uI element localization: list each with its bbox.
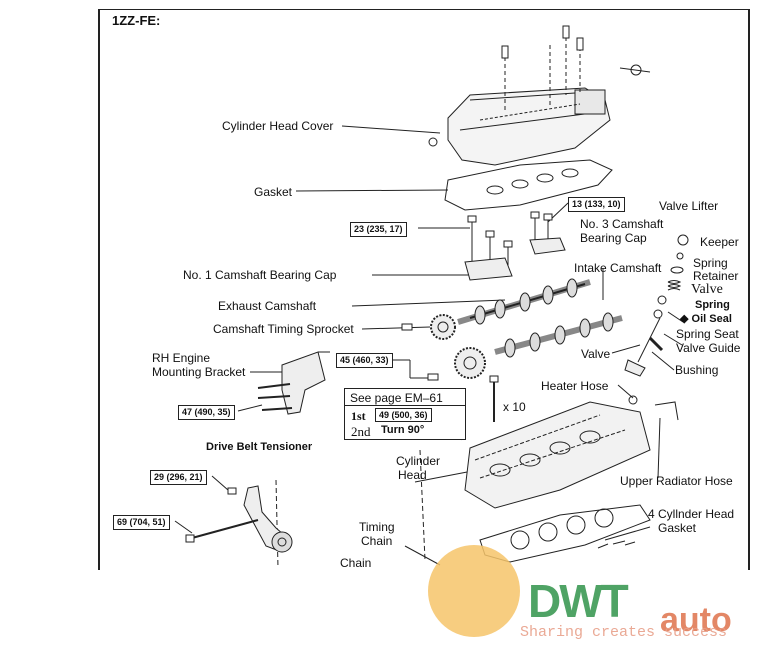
- label-intake-camshaft: Intake Camshaft: [574, 261, 662, 275]
- label-upper-radiator-hose: Upper Radiator Hose: [620, 474, 733, 488]
- label-mounting-bracket: Mounting Bracket: [152, 365, 246, 379]
- label-spring: Spring: [693, 256, 728, 270]
- label-timing: Timing: [359, 520, 395, 534]
- watermark-brand: DWT: [528, 575, 629, 627]
- label-chain-1: Chain: [361, 534, 393, 548]
- see-page-reference: See page EM–61: [350, 391, 443, 405]
- label-valve: Valve: [581, 347, 611, 361]
- label-bushing: Bushing: [675, 363, 719, 377]
- step-2-action: Turn 90°: [381, 424, 425, 436]
- label-drive-belt-tensioner: Drive Belt Tensioner: [206, 441, 313, 453]
- label-cylinder: Cylinder: [396, 454, 441, 468]
- label-valve-guide: Valve Guide: [676, 341, 741, 355]
- torque-69: 69 (704, 51): [113, 515, 170, 530]
- engine-code-title: 1ZZ-FE:: [112, 13, 161, 28]
- diagram-frame: [98, 9, 750, 570]
- label-cylinder-head-gasket-1: 4 Cyllnder Head: [648, 507, 735, 521]
- step-2-label: 2nd: [351, 424, 371, 439]
- torque-29: 29 (296, 21): [150, 470, 207, 485]
- label-exhaust-camshaft: Exhaust Camshaft: [218, 299, 317, 313]
- label-no3-camshaft: No. 3 Camshaft: [580, 217, 664, 231]
- label-gasket: Gasket: [254, 185, 293, 199]
- label-retainer: Retainer: [693, 269, 739, 283]
- torque-45: 45 (460, 33): [336, 353, 393, 368]
- label-x10: x 10: [503, 400, 526, 414]
- torque-23: 23 (235, 17): [350, 222, 407, 237]
- divider: [345, 405, 465, 406]
- label-cylinder-head-cover: Cylinder Head Cover: [222, 119, 334, 133]
- step-1-label: 1st: [351, 409, 366, 423]
- label-valve-lifter: Valve Lifter: [659, 199, 719, 213]
- watermark-auto: auto: [660, 601, 732, 639]
- label-no1-camshaft-bearing-cap: No. 1 Camshaft Bearing Cap: [183, 268, 337, 282]
- step-1-torque: 49 (500, 36): [375, 408, 432, 422]
- head-bolt-torque-box: See page EM–61 1st 49 (500, 36) 2nd Turn…: [344, 388, 466, 440]
- watermark-logo-circle: [428, 545, 520, 637]
- label-head: Head: [398, 468, 427, 482]
- watermark-tagline: Sharing creates success: [520, 624, 728, 641]
- label-camshaft-timing-sprocket: Camshaft Timing Sprocket: [213, 322, 354, 336]
- label-heater-hose: Heater Hose: [541, 379, 609, 393]
- label-bearing-cap: Bearing Cap: [580, 231, 647, 245]
- label-spring-bold: Spring: [695, 299, 730, 311]
- label-spring-seat: Spring Seat: [676, 327, 739, 341]
- label-rh-engine: RH Engine: [152, 351, 211, 365]
- label-chain-2: Chain: [340, 556, 372, 570]
- label-valve-small: Valve: [691, 282, 723, 297]
- label-keeper: Keeper: [700, 235, 739, 249]
- label-oil-seal: ◆ Oil Seal: [680, 313, 732, 325]
- torque-47: 47 (490, 35): [178, 405, 235, 420]
- label-cylinder-head-gasket-2: Gasket: [658, 521, 697, 535]
- torque-13: 13 (133, 10): [568, 197, 625, 212]
